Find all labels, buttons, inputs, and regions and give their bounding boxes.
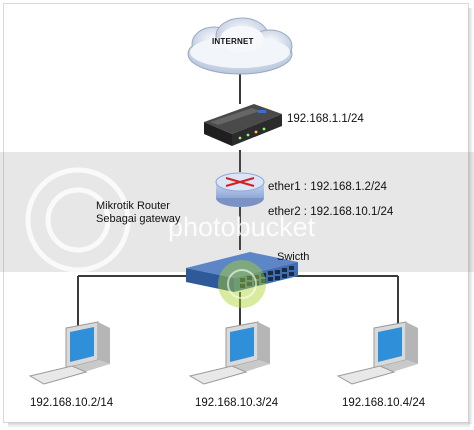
router-name-line1: Mikrotik Router <box>96 200 170 212</box>
router-ether2-label: ether2 : 192.168.10.1/24 <box>268 206 394 218</box>
frame-shadow-right <box>468 8 473 424</box>
router-name-line2: Sebagai gateway <box>96 213 181 225</box>
photobucket-logo-icon <box>25 167 131 273</box>
modem-icon <box>204 104 282 146</box>
client-2-ip-label: 192.168.10.3/24 <box>195 397 279 409</box>
switch-label: Swicth <box>277 251 310 263</box>
router-icon <box>215 172 265 207</box>
switch-icon <box>186 252 298 308</box>
client-1-ip-label: 192.168.10.2/14 <box>30 397 114 409</box>
internet-cloud-icon <box>187 17 293 75</box>
client-3-ip-label: 192.168.10.4/24 <box>342 397 426 409</box>
client-1-computer-icon <box>28 321 110 385</box>
client-3-computer-icon <box>336 321 418 385</box>
router-ether1-label: ether1 : 192.168.1.2/24 <box>268 181 387 193</box>
frame-shadow-bottom <box>8 422 470 428</box>
client-2-computer-icon <box>188 321 270 385</box>
watermark-brand: photobucket <box>168 212 316 242</box>
modem-ip-label: 192.168.1.1/24 <box>287 113 364 125</box>
internet-label: INTERNET <box>212 37 254 46</box>
